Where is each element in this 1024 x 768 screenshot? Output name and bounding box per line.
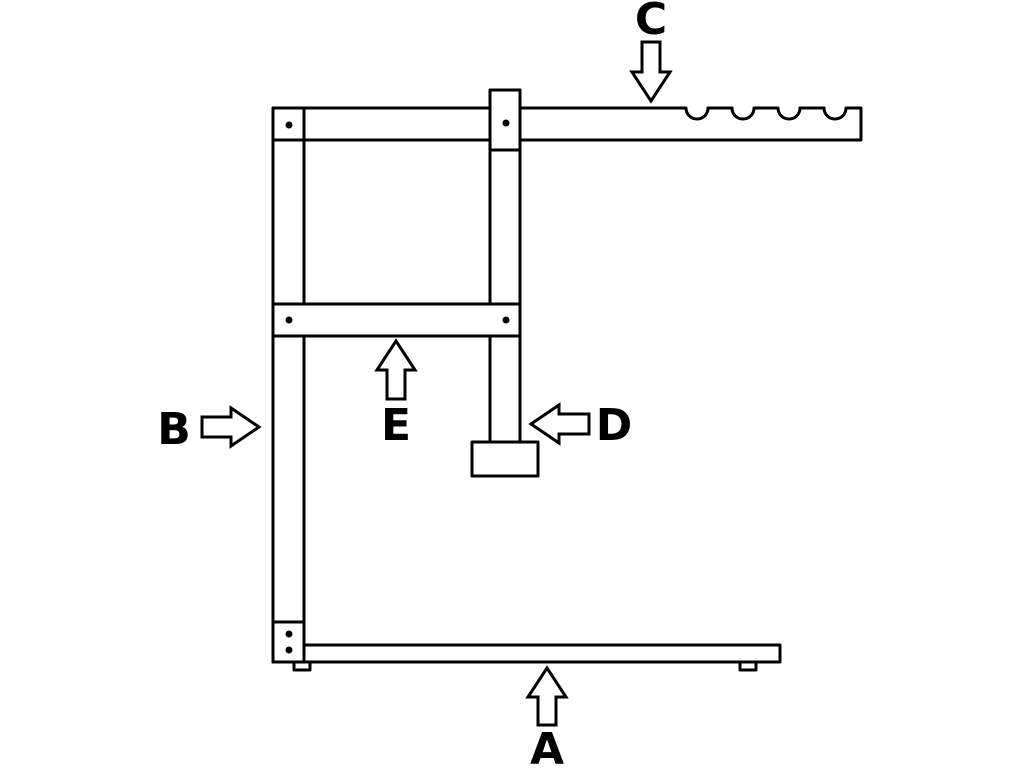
label-c: C [635,0,667,45]
foot-right [738,660,758,672]
arrow-d-left-icon [528,402,591,446]
screw-hole [502,316,510,324]
arrow-a-up-icon [525,665,569,727]
screw-hole [285,646,293,654]
base-bar-a [271,643,782,664]
screw-hole [285,121,293,129]
top-bar-c [271,106,863,142]
arrow-c-down-icon [629,40,673,104]
post-bottom-block [271,620,306,664]
screw-hole [502,119,510,127]
middle-crossbar-e [271,302,522,338]
label-e: E [381,400,411,451]
rod-weight-block [470,440,540,478]
screw-hole [285,316,293,324]
arrow-e-up-icon [374,338,418,401]
label-d: D [596,400,633,451]
screw-hole [285,630,293,638]
label-a: A [530,724,564,768]
vertical-post-b [271,106,306,664]
arrow-b-right-icon [200,405,262,449]
label-b: B [157,404,191,455]
